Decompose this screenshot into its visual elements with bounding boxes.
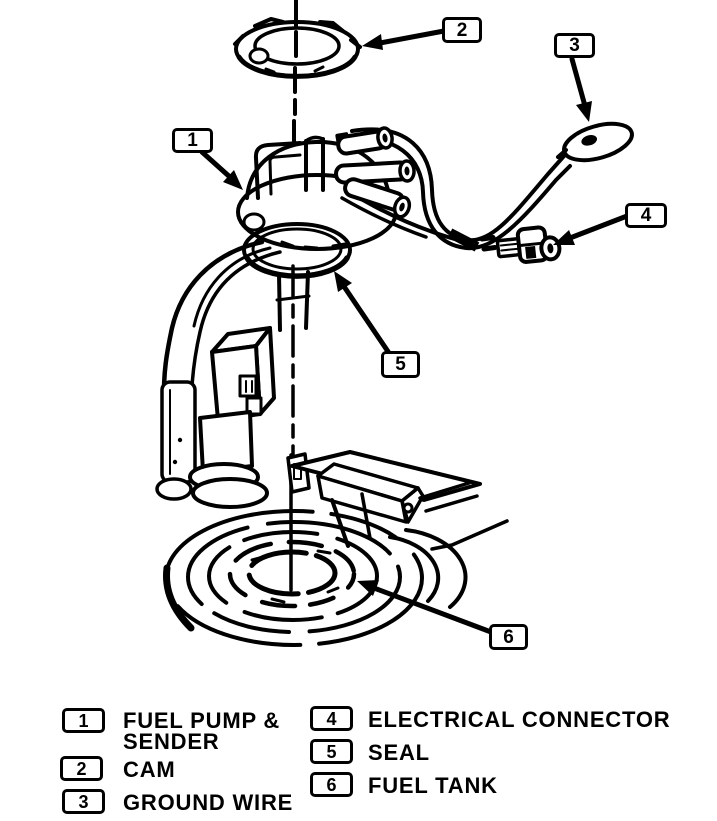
callout-3-label: 3 xyxy=(569,35,580,56)
legend-label-cam: CAM xyxy=(123,757,176,782)
legend-label-seal: SEAL xyxy=(368,740,430,765)
part-float-bracket xyxy=(286,450,482,548)
callout-2-label: 2 xyxy=(456,19,468,41)
callout-5: 5 xyxy=(381,351,420,378)
callout-3: 3 xyxy=(554,33,595,58)
part-seal xyxy=(242,222,352,332)
callout-1: 1 xyxy=(172,128,213,153)
part-cam xyxy=(233,17,362,79)
legend-key-4-num: 4 xyxy=(326,708,337,729)
part-ground-wire xyxy=(344,121,634,251)
legend-label-ground-wire: GROUND WIRE xyxy=(123,790,294,815)
callout-2: 2 xyxy=(442,17,482,43)
callout-arrows xyxy=(199,28,630,635)
callout-1-label: 1 xyxy=(187,130,198,151)
arrow-6 xyxy=(357,580,494,635)
centerline xyxy=(289,0,298,592)
part-pump-head xyxy=(236,126,416,251)
legend-key-5: 5 xyxy=(310,739,353,764)
legend-key-6-num: 6 xyxy=(326,774,337,795)
legend-label-fuel-pump-sender: FUEL PUMP & SENDER xyxy=(123,708,281,754)
arrow-2 xyxy=(362,28,447,50)
legend-key-1: 1 xyxy=(62,708,105,733)
arrow-5 xyxy=(334,271,392,356)
legend-key-2: 2 xyxy=(60,756,103,781)
callout-5-label: 5 xyxy=(395,354,406,375)
part-electrical-connector xyxy=(340,188,562,264)
arrow-4 xyxy=(553,213,630,245)
legend-key-5-num: 5 xyxy=(326,741,337,762)
legend-key-3: 3 xyxy=(62,789,105,814)
callout-6: 6 xyxy=(489,624,528,650)
arrow-1 xyxy=(199,149,243,190)
legend-label-electrical-connector: ELECTRICAL CONNECTOR xyxy=(368,707,671,732)
legend-key-4: 4 xyxy=(310,706,353,731)
legend-key-2-num: 2 xyxy=(76,758,87,779)
legend-key-6: 6 xyxy=(310,772,353,797)
callout-4: 4 xyxy=(625,203,667,228)
callout-6-label: 6 xyxy=(503,626,514,648)
arrow-3 xyxy=(569,56,592,122)
legend-key-3-num: 3 xyxy=(78,791,89,812)
part-fuel-tank xyxy=(163,481,509,647)
callout-4-label: 4 xyxy=(640,205,652,226)
legend-label-fuel-tank: FUEL TANK xyxy=(368,773,498,798)
part-pump-body xyxy=(155,239,282,509)
legend-key-1-num: 1 xyxy=(78,710,89,731)
